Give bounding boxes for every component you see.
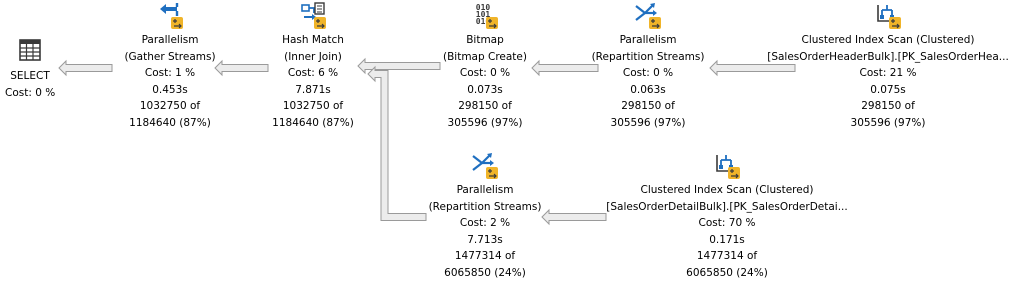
operator-parallelism-repartition-bottom-line-1: Parallelism xyxy=(456,184,514,196)
operator-clustered-index-scan-header-line-6: 305596 (97%) xyxy=(850,116,926,129)
parallelism-gather-icon xyxy=(110,1,230,31)
operator-hash-match[interactable]: Hash Match (Inner Join) Cost: 6 % 7.871s… xyxy=(253,1,373,132)
svg-text:010: 010 xyxy=(476,3,491,12)
operator-parallelism-repartition-top[interactable]: Parallelism (Repartition Streams) Cost: … xyxy=(588,1,708,132)
operator-clustered-index-scan-header-line-5: 298150 of xyxy=(861,100,915,113)
operator-bitmap[interactable]: 010 101 010 Bitmap (Bitmap Create) Cost:… xyxy=(425,1,545,132)
svg-text:010: 010 xyxy=(476,17,491,26)
operator-hash-match-line-5: 1032750 of xyxy=(282,100,344,113)
operator-parallelism-repartition-top-line-4: 0.063s xyxy=(630,83,666,96)
operator-clustered-index-scan-header-line-3: Cost: 21 % xyxy=(859,67,917,80)
operator-clustered-index-scan-header-line-1: Clustered Index Scan (Clustered) xyxy=(801,34,975,46)
operator-parallelism-gather-line-5: 1032750 of xyxy=(139,100,201,113)
operator-parallelism-repartition-top-line-1: Parallelism xyxy=(619,34,677,46)
operator-clustered-index-scan-detail-line-2: [SalesOrderDetailBulk].[PK_SalesOrderDet… xyxy=(606,200,848,213)
operator-parallelism-repartition-bottom[interactable]: Parallelism (Repartition Streams) Cost: … xyxy=(425,151,545,282)
operator-select-line-1: SELECT xyxy=(10,70,50,82)
operator-bitmap-line-3: Cost: 0 % xyxy=(459,67,511,80)
operator-parallelism-gather-line-4: 0.453s xyxy=(152,83,188,96)
operator-clustered-index-scan-detail[interactable]: Clustered Index Scan (Clustered) [SalesO… xyxy=(605,151,849,282)
operator-clustered-index-scan-detail-line-1: Clustered Index Scan (Clustered) xyxy=(640,184,814,196)
operator-parallelism-repartition-top-line-5: 298150 of xyxy=(621,100,675,113)
flow-arrow-repartition2-to-hashmatch xyxy=(367,65,427,221)
clustered-index-scan-icon xyxy=(605,151,849,181)
operator-clustered-index-scan-detail-line-3: Cost: 70 % xyxy=(698,217,756,230)
operator-clustered-index-scan-header-line-4: 0.075s xyxy=(870,83,906,96)
parallelism-repartition-icon xyxy=(588,1,708,31)
operator-parallelism-gather-line-3: Cost: 1 % xyxy=(144,67,196,80)
operator-clustered-index-scan-detail-line-4: 0.171s xyxy=(709,233,745,246)
operator-clustered-index-scan-header-line-2: [SalesOrderHeaderBulk].[PK_SalesOrderHea… xyxy=(767,50,1009,63)
operator-clustered-index-scan-header[interactable]: Clustered Index Scan (Clustered) [SalesO… xyxy=(766,1,1010,132)
operator-parallelism-gather-line-6: 1184640 (87%) xyxy=(129,116,211,129)
operator-select[interactable]: SELECT Cost: 0 % xyxy=(5,37,55,101)
operator-parallelism-repartition-top-line-2: (Repartition Streams) xyxy=(591,50,705,63)
operator-hash-match-line-3: Cost: 6 % xyxy=(287,67,339,80)
operator-bitmap-line-6: 305596 (97%) xyxy=(447,116,523,129)
clustered-index-scan-icon xyxy=(766,1,1010,31)
operator-hash-match-line-2: (Inner Join) xyxy=(284,50,342,63)
operator-bitmap-line-5: 298150 of xyxy=(458,100,512,113)
operator-hash-match-line-6: 1184640 (87%) xyxy=(272,116,354,129)
operator-bitmap-line-4: 0.073s xyxy=(467,83,503,96)
hash-match-icon xyxy=(253,1,373,31)
operator-parallelism-repartition-bottom-line-2: (Repartition Streams) xyxy=(428,200,542,213)
flow-arrow-gather-to-select xyxy=(58,59,113,77)
operator-parallelism-repartition-top-line-3: Cost: 0 % xyxy=(622,67,674,80)
operator-clustered-index-scan-detail-line-5: 1477314 of xyxy=(696,250,758,263)
svg-text:101: 101 xyxy=(476,10,491,19)
operator-clustered-index-scan-detail-line-6: 6065850 (24%) xyxy=(686,266,768,279)
bitmap-icon: 010 101 010 xyxy=(425,1,545,31)
select-table-icon xyxy=(5,37,55,67)
operator-parallelism-repartition-bottom-line-5: 1477314 of xyxy=(454,250,516,263)
operator-parallelism-repartition-bottom-line-4: 7.713s xyxy=(467,233,503,246)
flow-arrow-bitmap-to-hashmatch xyxy=(357,57,441,75)
operator-bitmap-line-2: (Bitmap Create) xyxy=(443,50,527,63)
operator-parallelism-gather-line-1: Parallelism xyxy=(141,34,199,46)
flow-arrow-repartition1-to-bitmap xyxy=(531,59,599,77)
operator-select-line-2: Cost: 0 % xyxy=(5,86,56,99)
parallelism-repartition-icon xyxy=(425,151,545,181)
operator-parallelism-repartition-top-line-6: 305596 (97%) xyxy=(610,116,686,129)
operator-parallelism-gather-line-2: (Gather Streams) xyxy=(124,50,216,63)
flow-arrow-scanheader-to-repartition1 xyxy=(709,59,796,77)
flow-arrow-scandetail-to-repartition2 xyxy=(541,208,607,226)
operator-parallelism-gather[interactable]: Parallelism (Gather Streams) Cost: 1 % 0… xyxy=(110,1,230,132)
operator-hash-match-line-4: 7.871s xyxy=(295,83,331,96)
operator-parallelism-repartition-bottom-line-6: 6065850 (24%) xyxy=(444,266,526,279)
operator-bitmap-line-1: Bitmap xyxy=(466,34,504,46)
operator-hash-match-line-1: Hash Match xyxy=(282,34,344,46)
flow-arrow-hashmatch-to-gather xyxy=(214,59,269,77)
operator-parallelism-repartition-bottom-line-3: Cost: 2 % xyxy=(459,217,511,230)
